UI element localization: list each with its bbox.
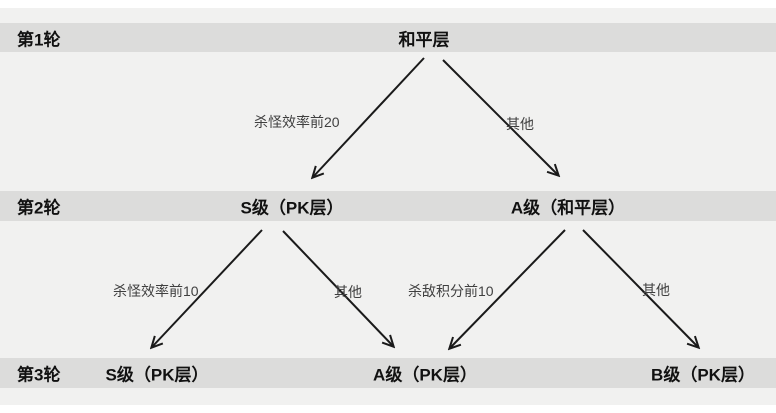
round-3-label: 第3轮 [17, 365, 61, 385]
node-s-grade-pk-layer-round2: S级（PK层） [240, 198, 344, 218]
edge-label-kill-efficiency-top20: 杀怪效率前20 [254, 114, 340, 130]
node-b-grade-pk-layer-round3: B级（PK层） [651, 365, 755, 385]
node-peace-layer: 和平层 [398, 30, 450, 49]
diagram-background: 第1轮 和平层 第2轮 S级（PK层） A级（和平层） 第3轮 S级（PK层） … [0, 8, 776, 405]
round-1-label: 第1轮 [17, 30, 61, 49]
round-2-label: 第2轮 [17, 198, 61, 218]
node-a-grade-pk-layer-round3: A级（PK层） [373, 365, 477, 385]
edge-label-others-round1: 其他 [506, 116, 534, 132]
edge-label-kill-points-top10: 杀敌积分前10 [408, 283, 494, 299]
node-s-grade-pk-layer-round3: S级（PK层） [105, 365, 209, 385]
node-a-grade-peace-layer-round2: A级（和平层） [510, 198, 626, 218]
round-3-band: 第3轮 S级（PK层） A级（PK层） B级（PK层） [0, 358, 776, 388]
edge-label-others-s-branch: 其他 [334, 284, 362, 300]
round-1-band: 第1轮 和平层 [0, 23, 776, 52]
edge-label-kill-efficiency-top10: 杀怪效率前10 [113, 283, 199, 299]
round-2-band: 第2轮 S级（PK层） A级（和平层） [0, 191, 776, 221]
edge-label-others-a-branch: 其他 [642, 282, 670, 298]
